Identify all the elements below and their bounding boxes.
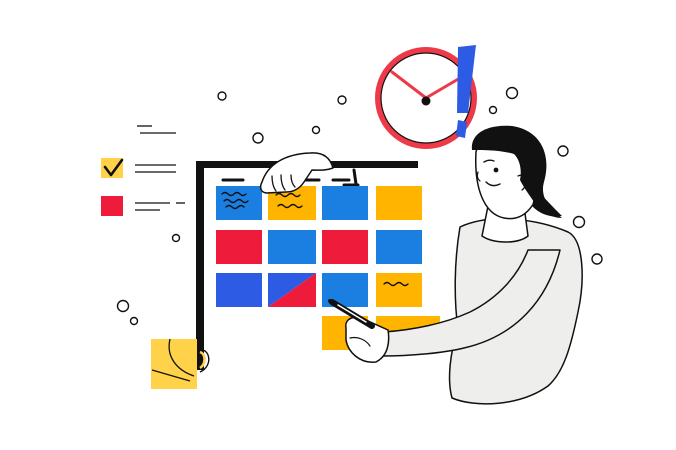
- pen-icon: [328, 299, 375, 329]
- calendar-note: [322, 230, 368, 264]
- exclamation-icon: [456, 45, 476, 138]
- calendar-note: [268, 273, 316, 307]
- calendar-notes-grid: [216, 186, 440, 350]
- calendar-note: [216, 186, 262, 220]
- calendar-note: [268, 230, 316, 264]
- clock-icon: [375, 47, 477, 149]
- calendar-note: [376, 273, 422, 307]
- checkbox-checked-icon: [101, 158, 124, 178]
- mug-icon: [151, 338, 210, 389]
- hand-on-board: [259, 152, 334, 194]
- calendar-note: [216, 273, 262, 307]
- checkbox-red-icon: [101, 196, 123, 216]
- calendar-note: [376, 230, 422, 264]
- decorative-bubbles: [116, 86, 603, 326]
- calendar-note: [216, 230, 262, 264]
- checklist: [101, 125, 185, 216]
- calendar-note: [376, 186, 422, 220]
- calendar-note: [322, 186, 368, 220]
- person: [345, 125, 583, 405]
